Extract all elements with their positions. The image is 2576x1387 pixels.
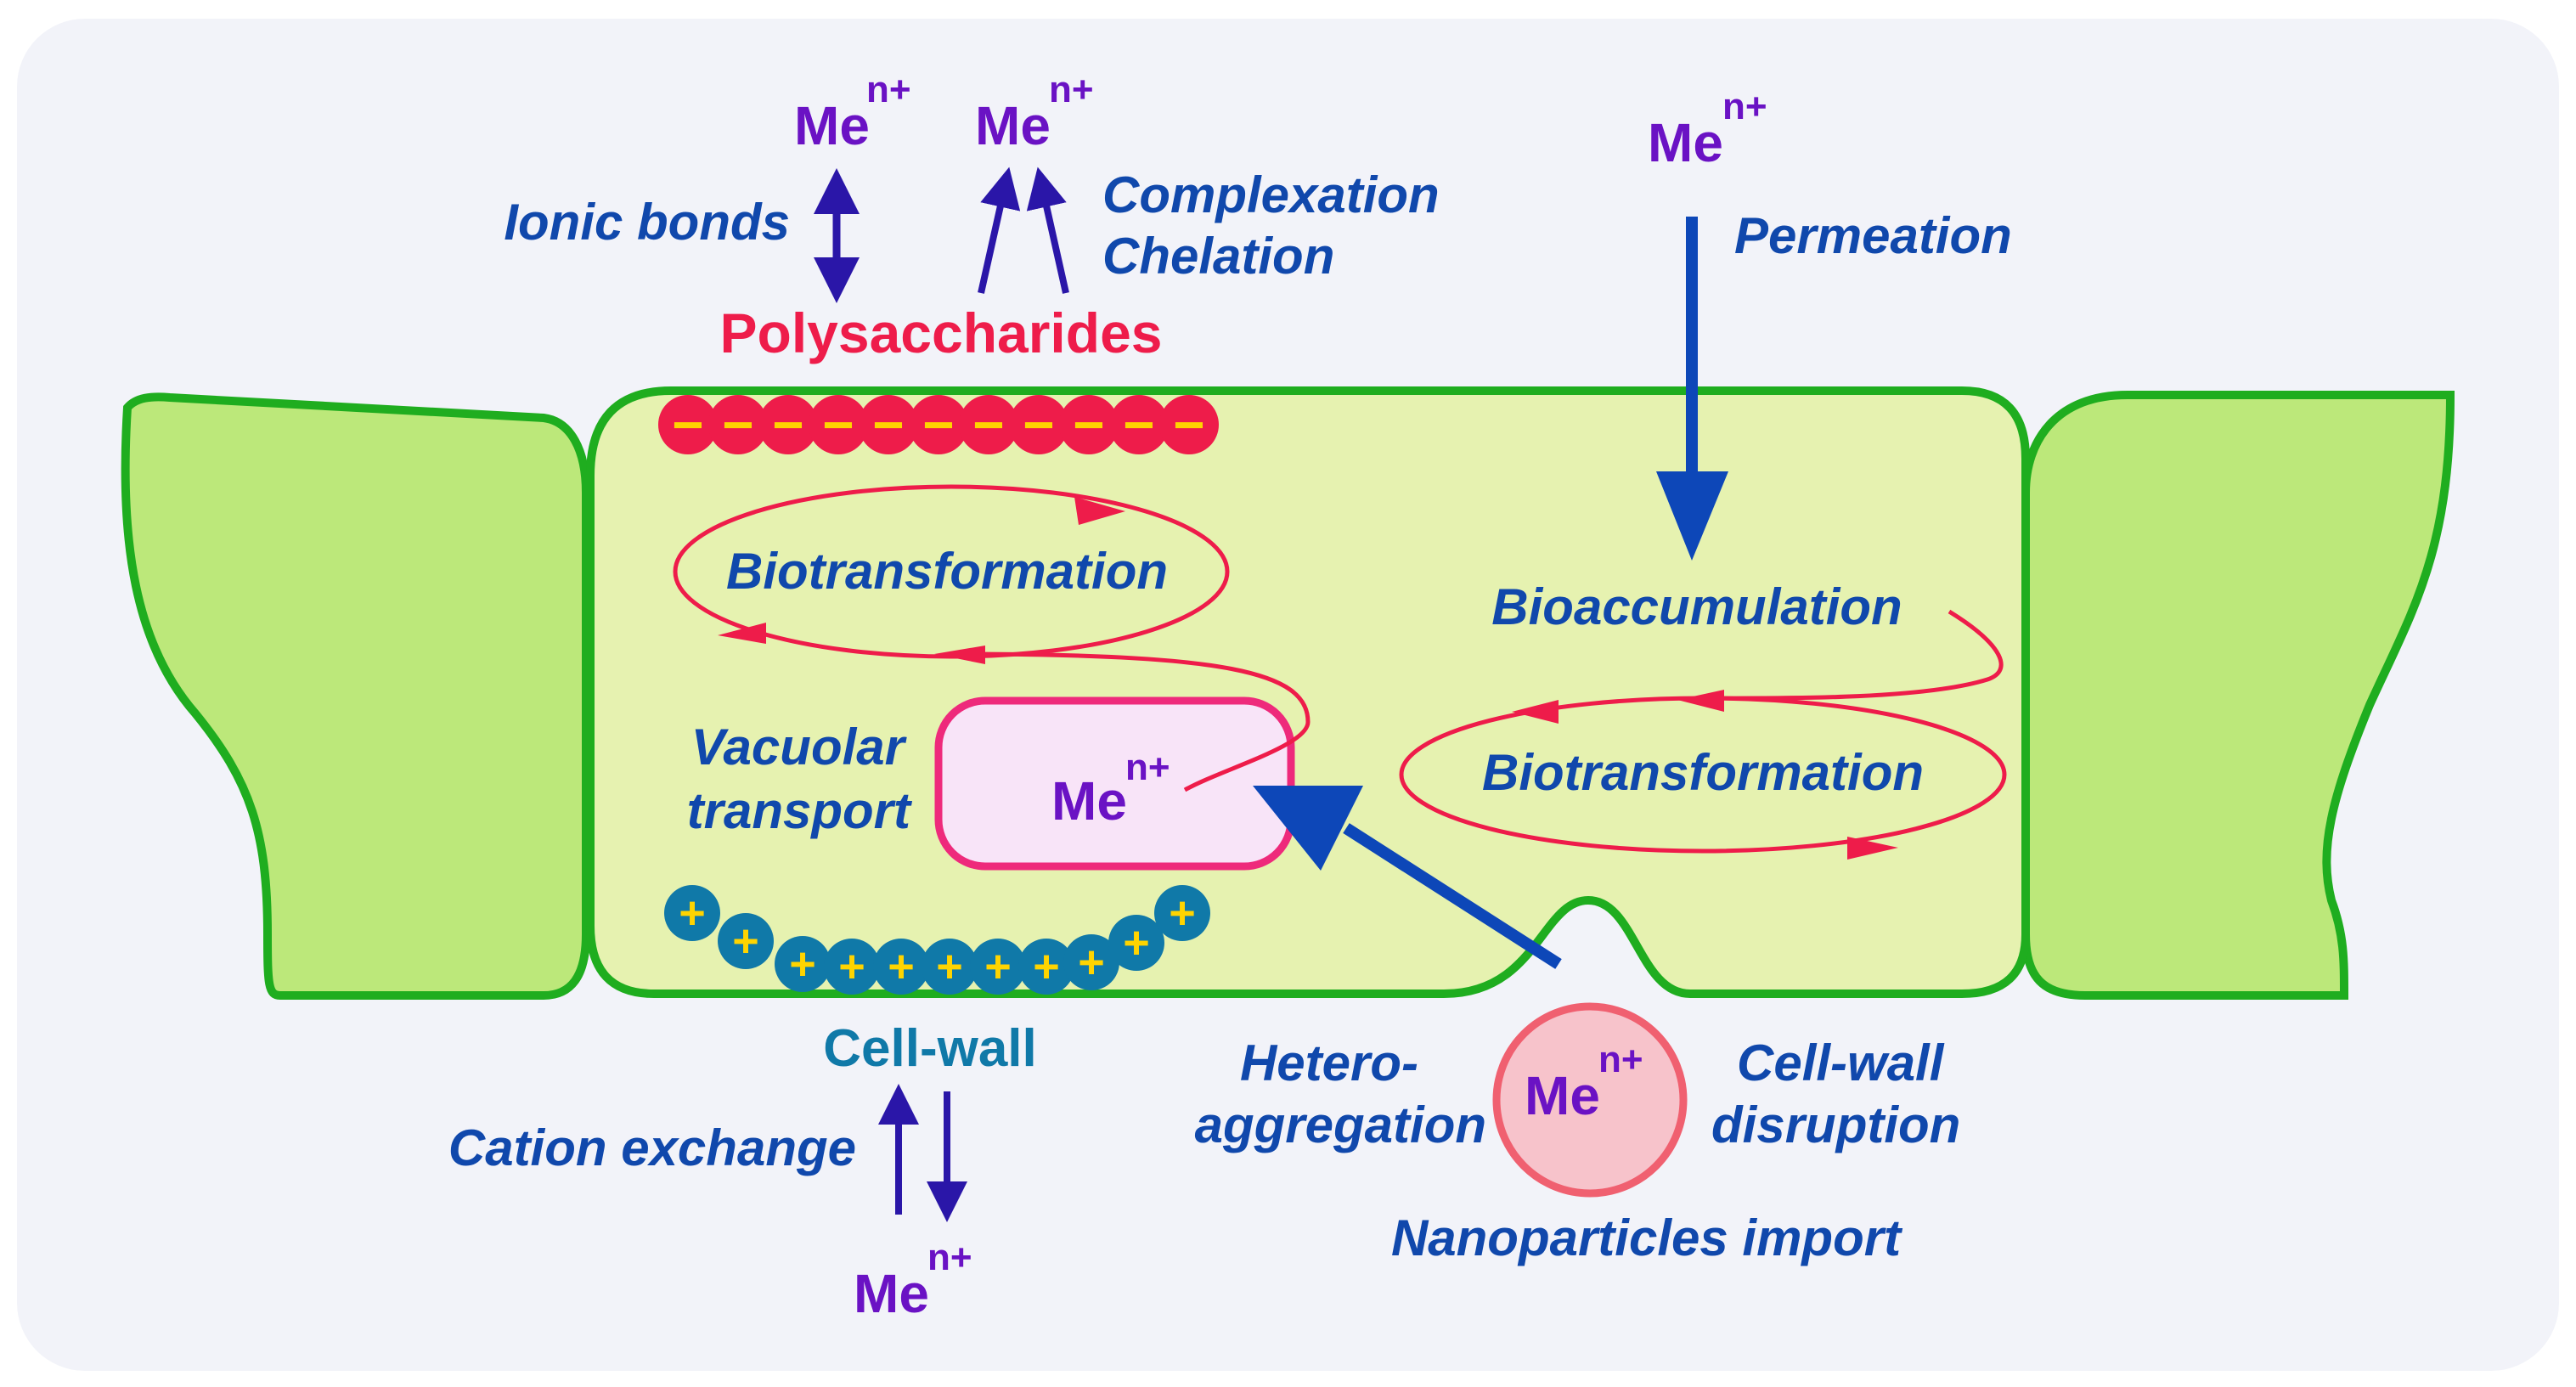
negative-charge-sign: − bbox=[672, 394, 703, 455]
negative-charge-sign: − bbox=[1123, 394, 1154, 455]
nanoparticles-import-label: Nanoparticles import bbox=[1391, 1209, 1903, 1266]
polysaccharide-chain: −−−−−−−−−−− bbox=[658, 394, 1219, 455]
cell-wall-bead bbox=[775, 936, 831, 992]
metal-charge: n+ bbox=[1722, 86, 1767, 127]
chelation-label: Chelation bbox=[1102, 228, 1334, 285]
positive-charge-sign: + bbox=[1169, 888, 1196, 939]
left-neighbor-cell bbox=[121, 392, 590, 1000]
complexation-arrow-1 bbox=[978, 166, 1021, 294]
metal-ion-ionic: Me n+ bbox=[794, 69, 911, 156]
negative-charge-sign: − bbox=[722, 394, 753, 455]
polysaccharide-bead bbox=[809, 395, 868, 454]
polysaccharides-label: Polysaccharides bbox=[720, 302, 1163, 364]
cell-wall-bead bbox=[718, 913, 774, 969]
polysaccharide-bead bbox=[1009, 395, 1068, 454]
biotransformation-label-left: Biotransformation bbox=[726, 543, 1168, 600]
cell-wall-bead bbox=[970, 939, 1026, 995]
cell-wall-bead bbox=[824, 939, 880, 995]
polysaccharide-bead bbox=[959, 395, 1018, 454]
metal-charge: n+ bbox=[927, 1237, 972, 1278]
cell-wall-bead bbox=[1108, 915, 1164, 971]
ionic-bonds-label: Ionic bonds bbox=[504, 194, 790, 251]
metal-ion-cation-exchange: Me n+ bbox=[854, 1237, 972, 1324]
negative-charge-sign: − bbox=[1173, 394, 1204, 455]
positive-charge-sign: + bbox=[679, 888, 706, 939]
metal-symbol: Me bbox=[1648, 112, 1723, 173]
polysaccharide-bead bbox=[909, 395, 968, 454]
negative-charge-sign: − bbox=[822, 394, 854, 455]
metal-symbol: Me bbox=[1525, 1065, 1600, 1126]
biotransformation-loop-left bbox=[673, 484, 1311, 792]
negative-charge-sign: − bbox=[972, 394, 1004, 455]
transport-label: transport bbox=[687, 782, 913, 839]
positive-charge-sign: + bbox=[838, 941, 865, 992]
positive-charge-sign: + bbox=[936, 941, 963, 992]
metal-symbol: Me bbox=[1051, 770, 1127, 832]
cell-wall-bead bbox=[1018, 939, 1074, 995]
positive-charge-sign: + bbox=[888, 941, 915, 992]
metal-ion-nanoparticle: Me n+ bbox=[1525, 1039, 1643, 1126]
metal-ion-permeation: Me n+ bbox=[1648, 86, 1767, 173]
vacuolar-label: Vacuolar bbox=[691, 719, 908, 775]
positive-charge-sign: + bbox=[732, 916, 759, 967]
negative-charge-sign: − bbox=[872, 394, 904, 455]
metal-charge: n+ bbox=[1049, 69, 1094, 110]
negative-charge-sign: − bbox=[772, 394, 803, 455]
hetero-label: Hetero- bbox=[1240, 1035, 1418, 1091]
metal-symbol: Me bbox=[975, 95, 1051, 156]
negative-charge-sign: − bbox=[922, 394, 954, 455]
positive-charge-sign: + bbox=[984, 941, 1012, 992]
cell-wall-label: Cell-wall bbox=[823, 1019, 1037, 1078]
metal-symbol: Me bbox=[794, 95, 870, 156]
nanoparticle-import-arrow bbox=[1253, 786, 1562, 969]
cell-wall-bead bbox=[664, 885, 720, 941]
positive-charge-sign: + bbox=[789, 939, 816, 990]
polysaccharide-bead bbox=[708, 395, 768, 454]
cell-wall-bead bbox=[1154, 885, 1210, 941]
polysaccharide-bead bbox=[758, 395, 818, 454]
polysaccharide-bead bbox=[1059, 395, 1119, 454]
positive-charge-sign: + bbox=[1078, 937, 1105, 988]
metal-charge: n+ bbox=[1125, 747, 1170, 788]
metal-symbol: Me bbox=[854, 1263, 929, 1324]
complexation-label: Complexation bbox=[1102, 166, 1440, 223]
permeation-label: Permeation bbox=[1734, 207, 2012, 264]
metal-charge: n+ bbox=[1598, 1039, 1643, 1080]
vacuole bbox=[934, 696, 1295, 871]
polysaccharide-bead bbox=[1159, 395, 1219, 454]
nanoparticle bbox=[1492, 1002, 1688, 1198]
polysaccharide-bead bbox=[658, 395, 718, 454]
cell-wall-bead bbox=[922, 939, 978, 995]
cation-exchange-label: Cation exchange bbox=[448, 1119, 856, 1176]
complexation-arrow-2 bbox=[1026, 166, 1069, 294]
cellwall-disruption-label-2: disruption bbox=[1711, 1097, 1960, 1153]
cell-wall-bead bbox=[873, 939, 929, 995]
cellwall-disruption-label-1: Cell-wall bbox=[1737, 1035, 1945, 1091]
metal-ion-complex: Me n+ bbox=[975, 69, 1094, 156]
central-cell bbox=[586, 386, 2030, 998]
negative-charge-sign: − bbox=[1023, 394, 1054, 455]
polysaccharide-bead bbox=[859, 395, 918, 454]
positive-charge-sign: + bbox=[1123, 917, 1150, 968]
metal-charge: n+ bbox=[866, 69, 911, 110]
biotransformation-loop-right bbox=[1399, 609, 2007, 860]
negative-charge-sign: − bbox=[1073, 394, 1104, 455]
metal-ion-vacuole: Me n+ bbox=[1051, 747, 1170, 832]
positive-charge-sign: + bbox=[1033, 941, 1060, 992]
cell-wall-bead bbox=[1063, 934, 1119, 990]
polysaccharide-bead bbox=[1109, 395, 1169, 454]
permeation-arrow bbox=[1656, 217, 1728, 561]
bioaccumulation-label: Bioaccumulation bbox=[1491, 578, 1902, 635]
aggregation-label: aggregation bbox=[1195, 1097, 1486, 1153]
cell-wall-charge-chain: + + + + + + + + + + + bbox=[664, 885, 1210, 995]
biotransformation-label-right: Biotransformation bbox=[1482, 744, 1924, 801]
